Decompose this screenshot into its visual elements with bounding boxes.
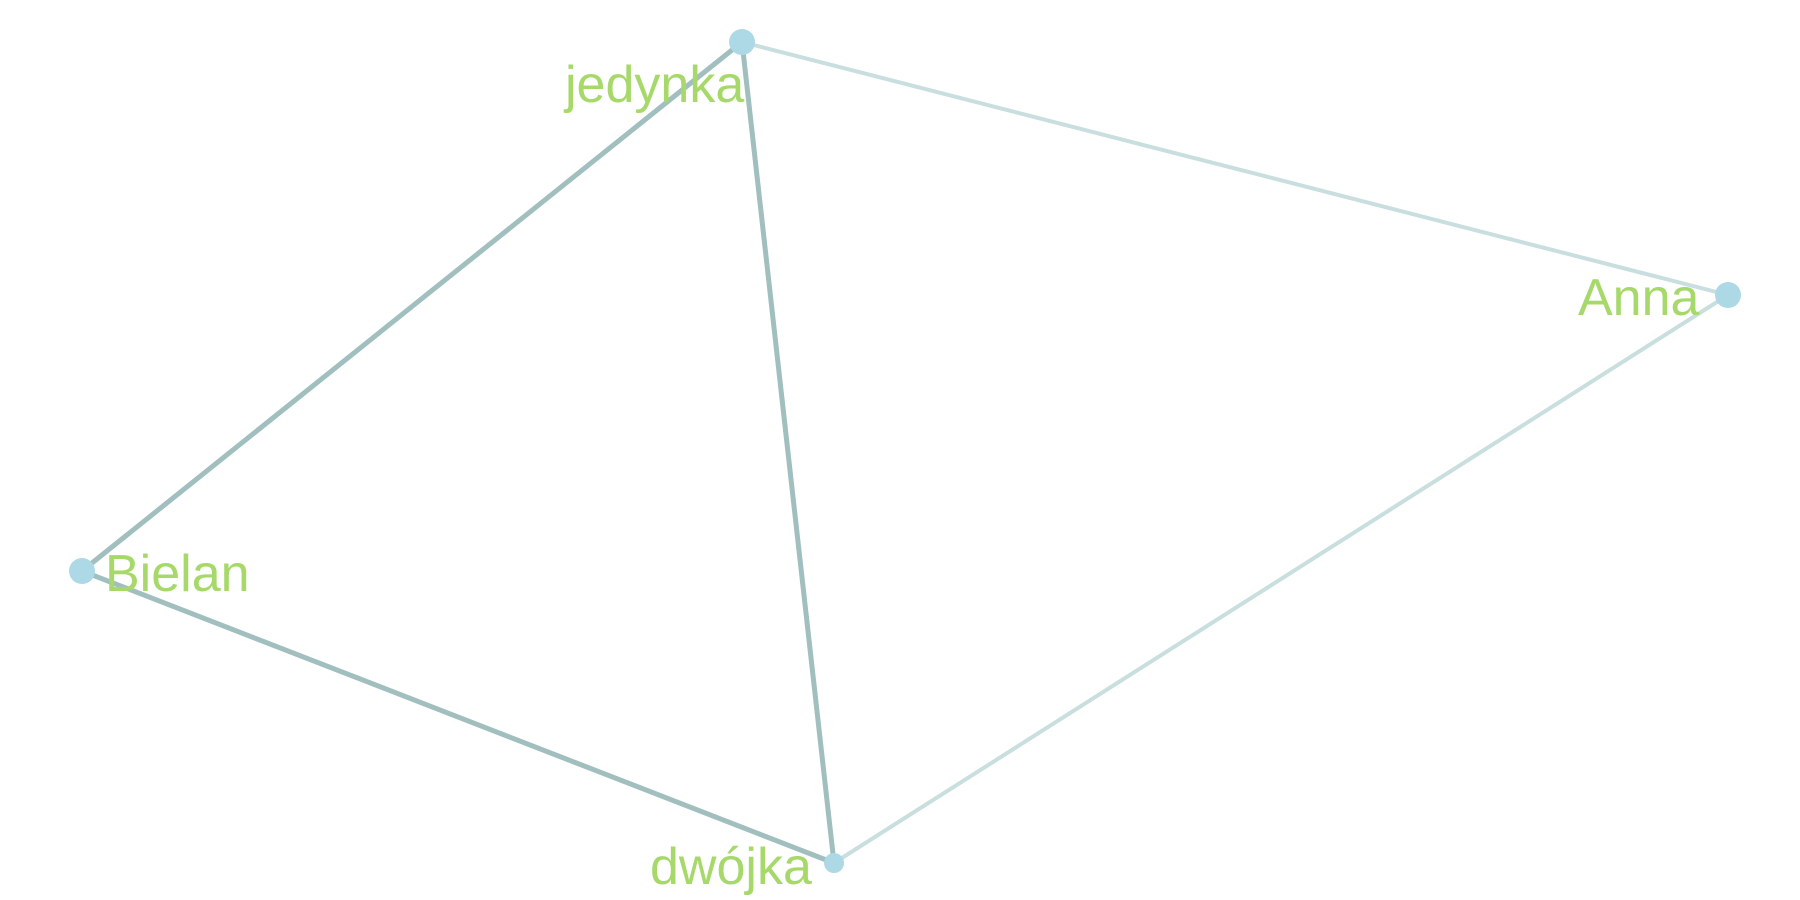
node-dwojka[interactable] — [824, 853, 844, 873]
edge-jedynka-dwojka — [739, 39, 837, 866]
node-label-anna: Anna — [1578, 269, 1700, 327]
node-jedynka[interactable] — [729, 29, 755, 55]
edge-jedynka-bielan — [79, 39, 745, 574]
edge-jedynka-anna — [740, 40, 1730, 297]
nodes-layer — [69, 29, 1741, 873]
edge-bielan-dwojka — [79, 568, 837, 866]
node-label-dwojka: dwójka — [650, 838, 812, 896]
node-label-jedynka: jedynka — [563, 56, 744, 114]
edges-layer — [79, 39, 1730, 866]
node-label-bielan: Bielan — [105, 545, 250, 603]
edge-dwojka-anna — [832, 293, 1730, 865]
node-bielan[interactable] — [69, 558, 95, 584]
node-anna[interactable] — [1715, 282, 1741, 308]
